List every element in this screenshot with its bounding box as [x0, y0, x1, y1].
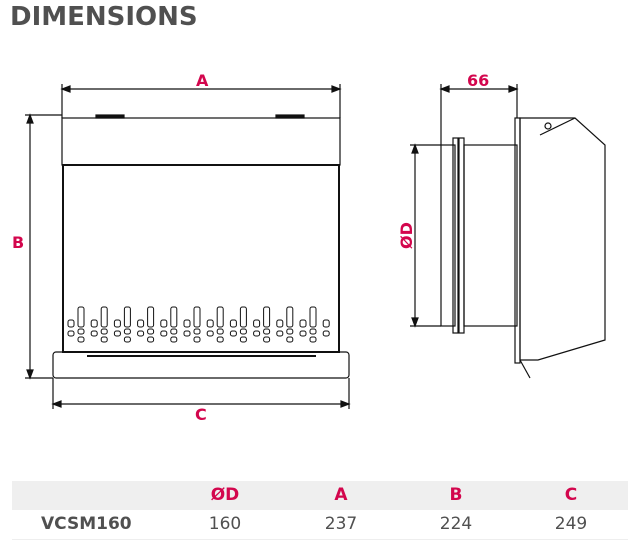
vent-slot: [216, 336, 224, 343]
vent-slot: [193, 336, 201, 343]
vent-slot: [206, 330, 214, 337]
dimension-depth-label: 66: [467, 71, 490, 90]
vent-slot: [229, 319, 237, 328]
vent-slot: [276, 319, 284, 328]
vent-slot: [299, 330, 307, 337]
page-title: DIMENSIONS: [10, 2, 198, 32]
vent-slot: [67, 319, 75, 328]
vent-slot: [100, 306, 108, 328]
vent-slot: [216, 306, 224, 328]
vent-slot: [263, 328, 271, 335]
vent-slot: [229, 330, 237, 337]
vent-slot: [253, 330, 261, 337]
vent-slot: [322, 319, 330, 328]
vent-slot: [170, 306, 178, 328]
vent-slot: [137, 319, 145, 328]
value-b: 224: [439, 514, 473, 534]
col-header-b: B: [449, 485, 463, 505]
vent-slot: [309, 328, 317, 335]
col-header-d: ØD: [210, 485, 240, 505]
vent-slot: [77, 328, 85, 335]
vent-slot: [147, 306, 155, 328]
vent-slot: [113, 330, 121, 337]
vent-slot: [90, 330, 98, 337]
vent-slot: [123, 306, 131, 328]
front-view: [25, 84, 351, 409]
vent-slot: [183, 319, 191, 328]
row-divider: [12, 539, 628, 540]
col-header-c: C: [564, 485, 578, 505]
vent-slot: [100, 336, 108, 343]
vent-slot: [100, 328, 108, 335]
vent-slot: [276, 330, 284, 337]
value-c: 249: [554, 514, 588, 534]
vent-slot: [113, 319, 121, 328]
model-name: VCSM160: [41, 514, 132, 534]
vent-slot: [253, 319, 261, 328]
vent-slot: [216, 328, 224, 335]
vent-slot: [286, 306, 294, 328]
vent-slot: [299, 319, 307, 328]
dimension-d-label: ØD: [396, 222, 416, 249]
vent-slot: [322, 330, 330, 337]
vent-slot: [137, 330, 145, 337]
product-drawing: [25, 84, 606, 409]
vent-slot: [286, 328, 294, 335]
vent-slot: [263, 306, 271, 328]
vent-slot: [170, 328, 178, 335]
col-header-a: A: [334, 485, 348, 505]
vent-slot: [123, 336, 131, 343]
vent-slot: [239, 328, 247, 335]
vent-slot: [77, 336, 85, 343]
vent-slot: [90, 319, 98, 328]
vent-slot: [193, 306, 201, 328]
vent-slot: [147, 328, 155, 335]
vent-slot: [160, 330, 168, 337]
vent-slot: [67, 330, 75, 337]
vent-slot: [170, 336, 178, 343]
vent-slot: [160, 319, 168, 328]
table-header: [12, 481, 628, 510]
value-d: 160: [208, 514, 242, 534]
vent-slot: [263, 336, 271, 343]
dimension-c-label: C: [195, 405, 207, 424]
vent-slot: [206, 319, 214, 328]
vent-slot: [239, 306, 247, 328]
vent-slot: [309, 306, 317, 328]
side-view: [410, 84, 606, 379]
vent-slot: [239, 336, 247, 343]
vent-slot: [147, 336, 155, 343]
dimension-b-label: B: [12, 233, 25, 252]
vent-slot: [193, 328, 201, 335]
vent-slot: [286, 336, 294, 343]
vent-slot: [123, 328, 131, 335]
vent-slot: [183, 330, 191, 337]
value-a: 237: [324, 514, 358, 534]
vent-slots: [67, 306, 330, 343]
vent-slot: [309, 336, 317, 343]
vent-slot: [77, 306, 85, 328]
dimension-a-label: A: [196, 71, 209, 90]
